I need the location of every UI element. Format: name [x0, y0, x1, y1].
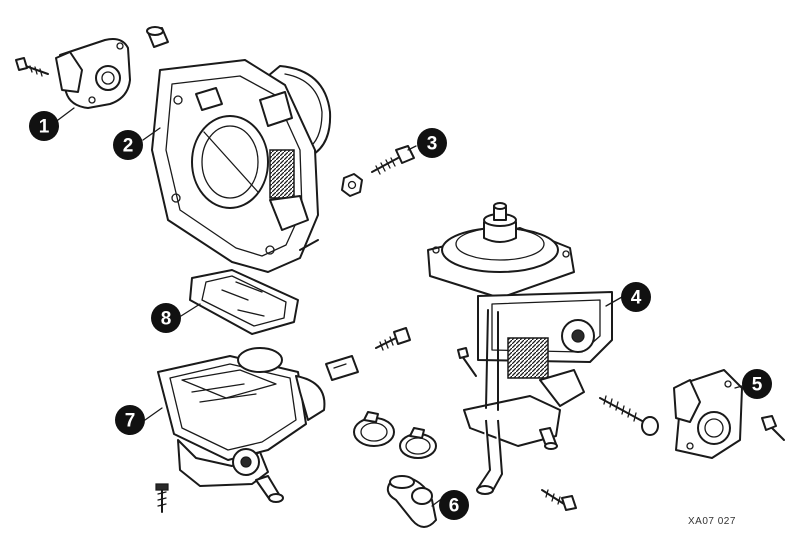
screw-right: [761, 415, 785, 441]
part-6-hose: [386, 475, 437, 528]
callout-5-label: 5: [752, 375, 763, 396]
callout-2-circle: [113, 130, 143, 160]
screw-left: [457, 347, 477, 377]
callout-2-label: 2: [123, 136, 134, 157]
callout-5: 5: [742, 369, 772, 399]
callout-3: 3: [417, 128, 447, 158]
callout-4: 4: [621, 282, 651, 312]
callout-6-label: 6: [449, 496, 460, 517]
part-2-throttle-body: [151, 59, 332, 273]
small-cap: [146, 26, 169, 48]
callout-2: 2: [113, 130, 143, 160]
reference-code: XA07 027: [688, 516, 736, 527]
part-4-actuator: [427, 202, 613, 495]
callout-8: 8: [151, 303, 181, 333]
callout-7-circle: [115, 405, 145, 435]
bolt-bottom: [541, 489, 577, 511]
callout-6: 6: [439, 490, 469, 520]
part-3-bolt: [371, 145, 415, 175]
leader-lines: [57, 107, 743, 507]
part-7-lower-body: [155, 347, 359, 513]
hose-clamps: [353, 411, 437, 459]
callout-3-label: 3: [427, 134, 438, 155]
nut: [341, 173, 363, 197]
callout-7-label: 7: [125, 411, 136, 432]
callout-1: 1: [29, 111, 59, 141]
callout-7: 7: [115, 405, 145, 435]
bolt-upper-middle: [375, 327, 411, 351]
part-1-sensor: [15, 38, 131, 109]
callout-6-circle: [439, 490, 469, 520]
part-5-sensor: [673, 369, 743, 459]
callout-8-circle: [151, 303, 181, 333]
bolt-long: [599, 395, 659, 436]
callout-5-circle: [742, 369, 772, 399]
part-8-gasket: [189, 269, 299, 335]
callout-1-circle: [29, 111, 59, 141]
callout-3-circle: [417, 128, 447, 158]
callout-1-label: 1: [39, 117, 50, 138]
callout-4-circle: [621, 282, 651, 312]
callout-8-label: 8: [161, 309, 172, 330]
callout-4-label: 4: [631, 288, 642, 309]
